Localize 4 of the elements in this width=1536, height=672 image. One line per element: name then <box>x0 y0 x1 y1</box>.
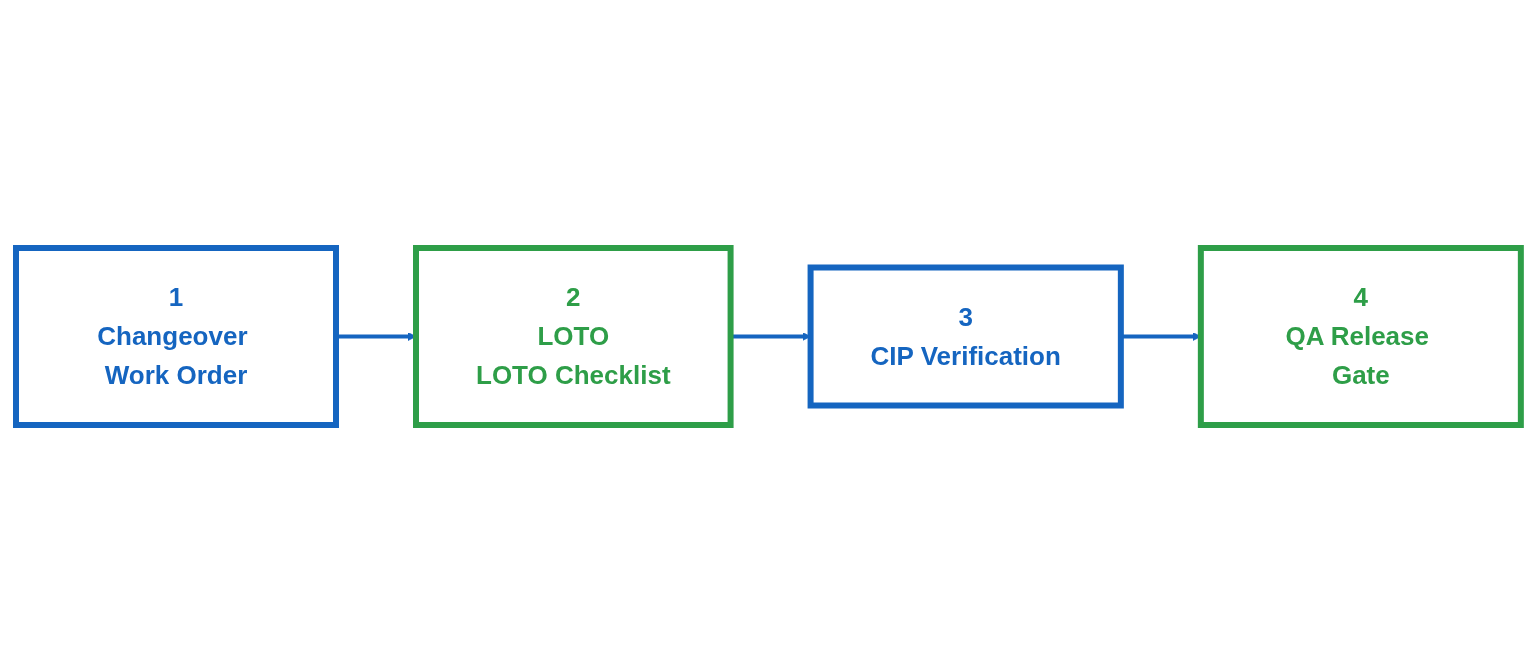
node-box: 4 QA Release Gate <box>1197 244 1524 428</box>
node-box: 2 LOTO LOTO Checklist <box>412 244 734 428</box>
node-box: 1 Changeover Work Order <box>12 244 339 428</box>
node-box: 3 CIP Verification <box>807 264 1124 408</box>
